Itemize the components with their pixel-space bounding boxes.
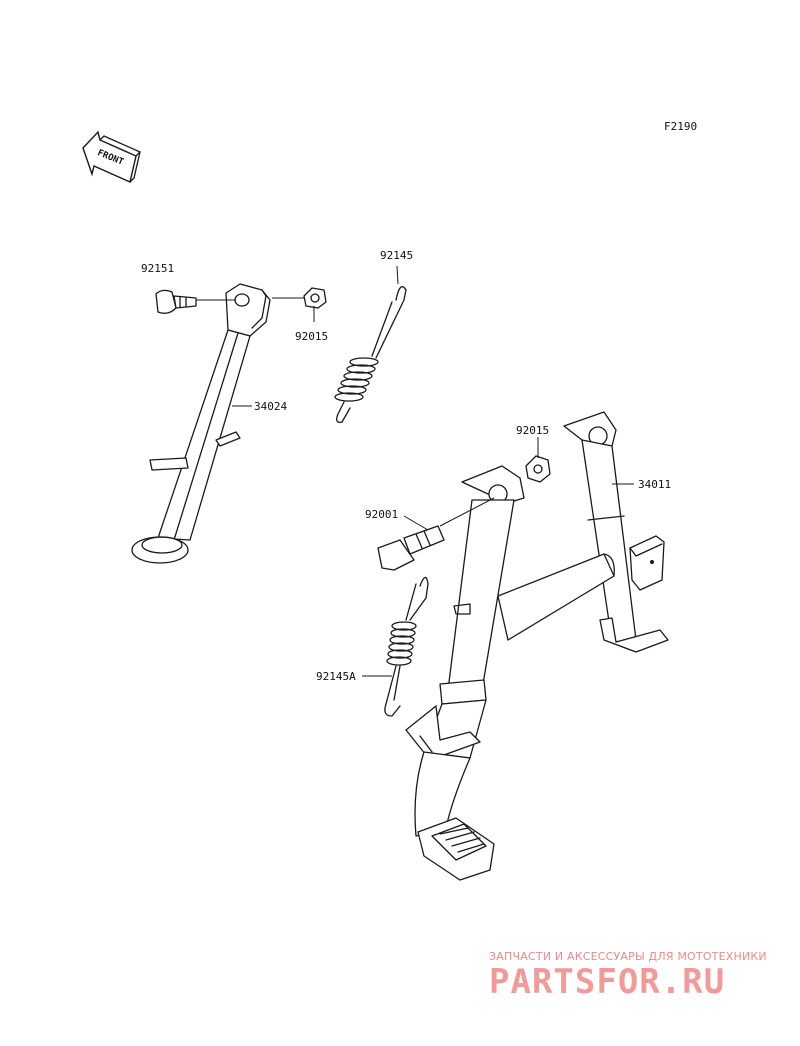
spring-92145	[334, 286, 407, 423]
label-92151: 92151	[141, 262, 174, 275]
label-34024: 34024	[254, 400, 287, 413]
front-arrow-icon: FRONT	[82, 130, 141, 183]
leader-lines	[196, 265, 634, 677]
label-92015-upper: 92015	[295, 330, 328, 343]
label-92145a: 92145A	[316, 670, 356, 683]
bolt-92001	[377, 525, 445, 571]
nut-92015-upper	[303, 287, 327, 309]
watermark-logo: partsfor.ru	[489, 962, 726, 1002]
nut-92015-lower	[525, 455, 551, 483]
label-92145: 92145	[380, 249, 413, 262]
figure-code: F2190	[664, 120, 697, 133]
bolt-92151	[155, 289, 197, 314]
label-34011: 34011	[638, 478, 671, 491]
side-stand-34024	[131, 283, 271, 564]
label-92015-lower: 92015	[516, 424, 549, 437]
watermark-tagline: ЗАПЧАСТИ И АКСЕССУАРЫ ДЛЯ МОТОТЕХНИКИ	[489, 950, 767, 963]
spring-92145a	[384, 576, 429, 717]
center-stand-34011	[405, 411, 669, 881]
label-92001: 92001	[365, 508, 398, 521]
